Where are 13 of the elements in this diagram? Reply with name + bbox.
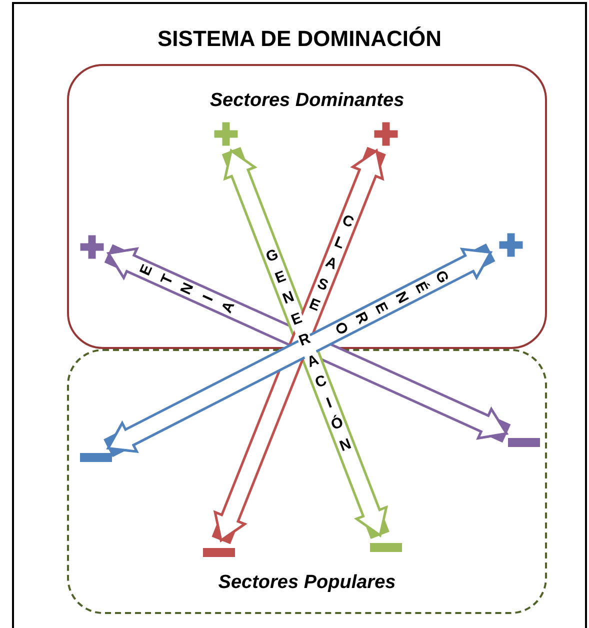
- plus-sign-icon: [79, 234, 105, 260]
- minus-sign-icon: [370, 543, 402, 552]
- minus-sign-icon: [203, 548, 235, 557]
- region-heading: Sectores Populares: [218, 572, 396, 594]
- region-heading: Sectores Dominantes: [210, 90, 404, 112]
- plus-sign-icon: [373, 121, 399, 147]
- plus-sign-icon: [213, 121, 239, 147]
- region-box: [67, 64, 547, 349]
- frame-border: [12, 2, 587, 628]
- minus-sign-icon: [508, 438, 540, 447]
- title: SISTEMA DE DOMINACIÓN: [158, 26, 442, 52]
- plus-sign-icon: [498, 232, 524, 258]
- minus-sign-icon: [80, 453, 112, 462]
